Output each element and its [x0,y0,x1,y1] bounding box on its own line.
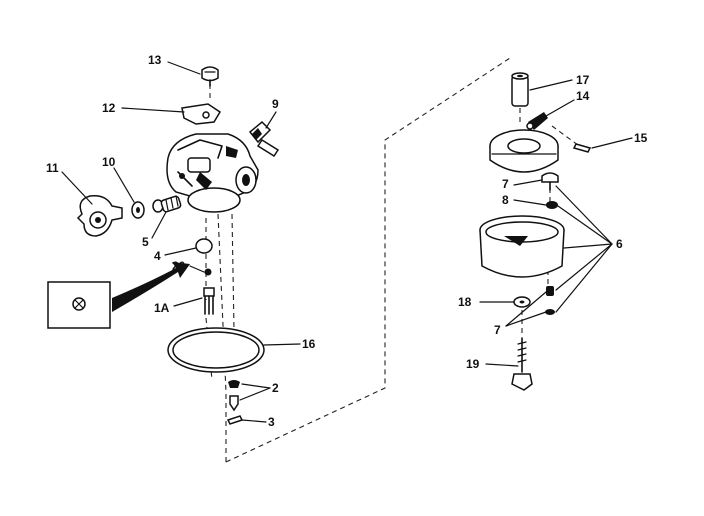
callout-12: 12 [102,101,116,115]
leader-lines [61,61,633,423]
leader-5 [151,211,167,239]
part-13-screw [201,66,219,87]
callout-10: 10 [102,155,116,169]
leader-6b [557,205,613,245]
leader-13 [167,61,201,75]
leader-12 [121,107,185,113]
part-9-fuel-fitting [248,120,280,158]
callout-13: 13 [148,53,162,67]
part-7-screw-top [541,172,559,191]
part-1a-jet [203,287,215,315]
part-14-needle [526,112,548,130]
part-20-ball [204,268,212,276]
callout-19: 19 [466,357,480,371]
leader-17 [529,79,573,91]
callout-labels: 13 12 9 11 10 5 4 20 1A 16 2 3 17 14 15 … [46,53,648,429]
float-bowl [479,215,565,278]
leader-6e [555,243,613,313]
part-2-seat [228,380,240,412]
leader-19 [485,363,519,367]
callout-9: 9 [272,97,279,111]
callout-7-top: 7 [502,177,509,191]
callout-2: 2 [272,381,279,395]
callout-5: 5 [142,235,149,249]
callout-16: 16 [302,337,316,351]
part-11-throttle-lever [76,194,123,237]
part-12-bracket [181,103,222,125]
leader-1a [173,297,203,307]
leader-6a [555,185,613,245]
part-6-drain [545,286,555,315]
callout-8: 8 [502,193,509,207]
part-16-gasket [167,327,265,373]
callout-18: 18 [458,295,472,309]
leader-7b-a [505,291,547,327]
leader-4 [164,247,197,256]
callout-3: 3 [268,415,275,429]
part-5-spring [160,195,182,213]
callout-7-bottom: 7 [494,323,501,337]
part-18-washer [513,296,531,308]
callout-11: 11 [46,161,59,175]
leader-14 [545,99,575,117]
leader-16 [263,343,301,346]
leader-7b-b [505,311,547,327]
leader-2a [241,383,271,389]
callout-6: 6 [616,237,623,251]
callout-1a: 1A [154,301,170,315]
part-17-sleeve [511,72,529,107]
leader-10 [113,167,135,203]
leader-6c [563,243,613,249]
callout-17: 17 [576,73,590,87]
leader-20 [189,265,205,273]
carburetor-body [166,133,259,213]
leader-2b [239,387,271,401]
decal-card [47,262,190,329]
float [489,129,559,173]
part-15-pin [572,143,592,153]
part-4-plug [195,238,213,254]
leader-15 [591,137,633,149]
callout-4: 4 [154,249,161,263]
callout-14: 14 [576,89,590,103]
leader-11 [61,171,93,205]
leader-8 [513,199,547,206]
leader-3 [241,419,267,423]
callout-15: 15 [634,131,648,145]
part-10-washer [131,201,145,219]
part-8-gasket [546,201,558,209]
callout-20: 20 [172,259,186,273]
part-19-bolt [511,337,533,391]
leader-6d [555,243,613,291]
part-3-pin [226,415,244,425]
leader-9 [265,111,277,129]
leader-7-top [513,179,543,186]
